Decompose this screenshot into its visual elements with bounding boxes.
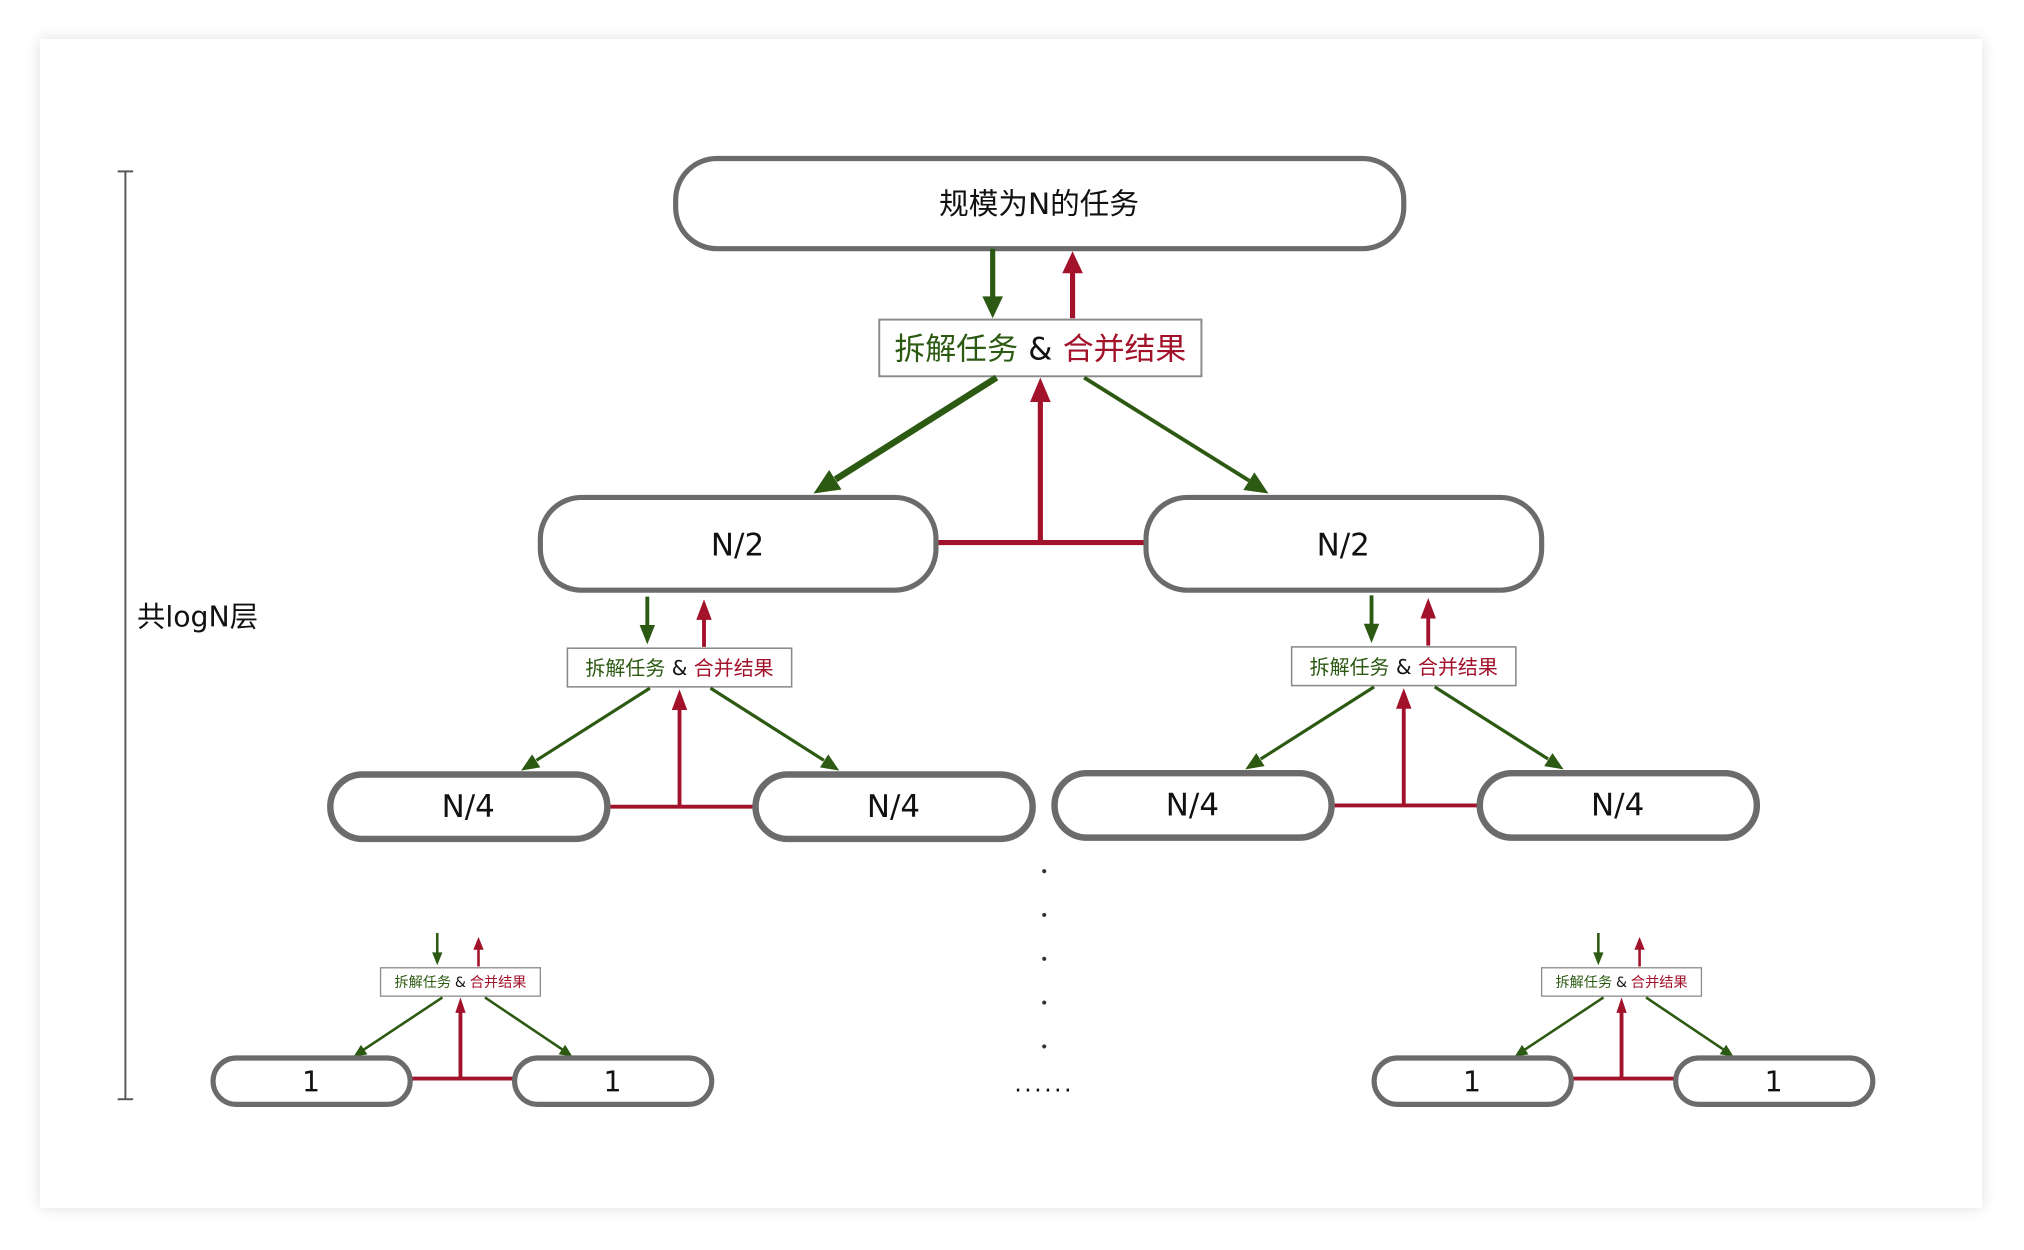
split-down-arrowhead xyxy=(1363,623,1380,644)
quarter-node-1-label: N/4 xyxy=(442,789,495,825)
split-arrow-right-line xyxy=(1645,996,1725,1051)
split-down-arrowhead xyxy=(639,625,656,645)
leaf-node-2 xyxy=(512,1055,715,1107)
split-arrow-right-line xyxy=(709,686,825,762)
merge-up-arrowhead xyxy=(696,599,712,620)
level2-right-group: 拆解任务&合并结果 N/4 N/4 xyxy=(1051,595,1761,841)
level1-operation: 拆解任务&合并结果 xyxy=(813,248,1269,546)
split-text: 拆解任务 xyxy=(894,332,1018,368)
split-text: 拆解任务 xyxy=(1310,655,1390,679)
split-arrow-left-head xyxy=(1514,1044,1529,1057)
quarter-node-3 xyxy=(1051,769,1335,841)
merge-up-head xyxy=(1396,688,1412,709)
half-node-right-label: N/2 xyxy=(1317,527,1370,563)
leaf-node-4-label: 1 xyxy=(1765,1065,1783,1098)
leaf-left-group: 拆解任务&合并结果 1 1 xyxy=(210,932,715,1107)
split-arrow-left-line xyxy=(363,996,444,1051)
operation-label: 拆解任务&合并结果 xyxy=(1310,655,1498,679)
split-arrow-left-head xyxy=(813,469,842,494)
continuation-dot xyxy=(1042,912,1047,918)
depth-label: 共logN层 xyxy=(137,600,258,633)
operation-box xyxy=(379,967,541,997)
merge-text: 合并结果 xyxy=(1631,975,1688,991)
quarter-node-4-label: N/4 xyxy=(1591,788,1644,824)
merge-up-head xyxy=(455,997,466,1013)
merge-up-arrowhead xyxy=(1634,936,1645,950)
split-down-arrowhead xyxy=(1593,952,1604,966)
split-arrow-right-head xyxy=(819,754,840,771)
split-arrow-left-line xyxy=(1524,996,1605,1051)
operation-label: 拆解任务&合并结果 xyxy=(394,975,526,991)
continuation-dot xyxy=(1042,869,1047,874)
continuation-dot xyxy=(1042,1000,1047,1005)
half-node-right xyxy=(1143,494,1545,593)
split-arrow-left-line xyxy=(535,686,651,762)
split-arrow-right-head xyxy=(1544,753,1564,770)
split-arrow-right-line xyxy=(1083,375,1251,483)
depth-bracket xyxy=(117,170,134,1101)
leaf-node-1 xyxy=(210,1055,413,1107)
split-arrow-right-head xyxy=(558,1044,573,1057)
split-text: 拆解任务 xyxy=(585,656,665,680)
leaf-node-1-label: 1 xyxy=(302,1065,320,1098)
merge-up-arrowhead xyxy=(473,936,484,950)
joiner-text: & xyxy=(1616,975,1627,991)
omitted-levels-dots xyxy=(1042,869,1047,1049)
merge-up-head xyxy=(1616,997,1627,1013)
operation-box xyxy=(878,318,1203,378)
joiner-text: & xyxy=(455,975,466,991)
joiner-text: & xyxy=(1396,655,1412,679)
quarter-node-2-label: N/4 xyxy=(867,789,920,825)
merge-up-arrowhead xyxy=(1420,597,1436,619)
operation-box xyxy=(566,647,793,688)
split-down-arrowhead xyxy=(432,952,443,966)
half-node-left xyxy=(537,494,939,593)
operation-label: 拆解任务&合并结果 xyxy=(1556,975,1688,991)
quarter-node-3-label: N/4 xyxy=(1166,788,1219,824)
merge-text: 合并结果 xyxy=(1418,655,1498,679)
split-arrow-left-head xyxy=(353,1044,368,1057)
split-arrow-right-head xyxy=(1243,472,1269,494)
split-arrow-left-head xyxy=(521,754,541,771)
leaf-node-4 xyxy=(1673,1055,1876,1107)
split-text: 拆解任务 xyxy=(394,975,451,991)
leaf-right-group: 拆解任务&合并结果 1 1 xyxy=(1371,932,1876,1107)
split-arrow-right-head xyxy=(1719,1044,1734,1057)
operation-label: 拆解任务&合并结果 xyxy=(585,656,773,680)
level2-left-group: 拆解任务&合并结果 N/4 N/4 xyxy=(327,596,1036,843)
merge-up-head xyxy=(671,689,688,711)
continuation-dot xyxy=(1042,1044,1047,1049)
operation-label: 拆解任务&合并结果 xyxy=(894,332,1186,368)
quarter-node-1 xyxy=(327,771,611,843)
quarter-node-2 xyxy=(752,771,1036,843)
leaf-node-3 xyxy=(1371,1055,1574,1107)
split-arrow-left-line xyxy=(833,374,999,483)
split-arrow-left-head xyxy=(1245,753,1265,770)
operation-box xyxy=(1290,646,1517,687)
merge-up-head xyxy=(1030,377,1051,403)
split-arrow-left-line xyxy=(1259,685,1375,761)
merge-text: 合并结果 xyxy=(694,656,774,680)
root-node xyxy=(673,155,1407,252)
omitted-leaves-ellipsis: ...... xyxy=(1014,1070,1074,1097)
split-down-arrowhead xyxy=(982,296,1003,319)
continuation-dot xyxy=(1042,956,1047,961)
leaf-node-3-label: 1 xyxy=(1463,1065,1481,1098)
leaf-node-2-label: 1 xyxy=(603,1065,621,1098)
joiner-text: & xyxy=(1028,332,1052,368)
split-arrow-right-line xyxy=(1433,685,1549,761)
joiner-text: & xyxy=(672,656,688,680)
half-node-left-label: N/2 xyxy=(711,527,764,563)
quarter-node-4 xyxy=(1476,769,1761,841)
operation-box xyxy=(1540,967,1703,997)
root-node-label: 规模为N的任务 xyxy=(939,186,1139,221)
merge-up-arrowhead xyxy=(1062,251,1083,274)
split-arrow-right-line xyxy=(484,996,563,1051)
merge-text: 合并结果 xyxy=(470,975,527,991)
merge-text: 合并结果 xyxy=(1063,332,1187,368)
split-text: 拆解任务 xyxy=(1556,975,1613,991)
